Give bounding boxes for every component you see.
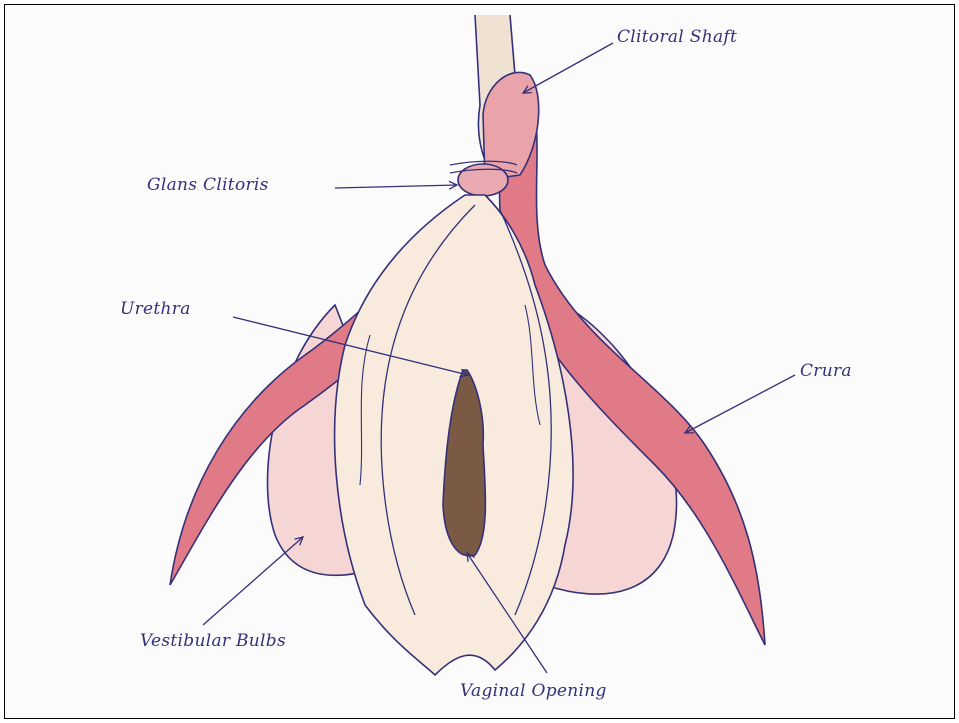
- label-crura: Crura: [800, 361, 852, 381]
- clitoral-shaft-pointer: [523, 43, 613, 93]
- label-vaginal-opening: Vaginal Opening: [460, 681, 607, 701]
- label-urethra: Urethra: [120, 299, 191, 319]
- diagram-frame: Clitoral Shaft Glans Clitoris Urethra Cr…: [4, 4, 955, 719]
- label-glans-clitoris: Glans Clitoris: [147, 175, 269, 195]
- label-vestibular-bulbs: Vestibular Bulbs: [140, 631, 286, 651]
- crura-pointer: [685, 375, 795, 433]
- glans-clitoris-pointer: [335, 185, 457, 188]
- label-clitoral-shaft: Clitoral Shaft: [617, 27, 737, 47]
- vestibular-bulbs-pointer: [203, 537, 303, 625]
